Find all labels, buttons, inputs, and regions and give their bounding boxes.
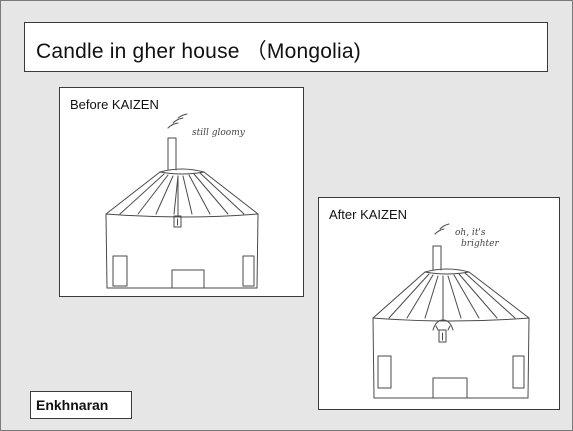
gher-sketch-before: still gloomy — [105, 113, 259, 289]
smoke-icon — [434, 223, 450, 235]
after-note-line2: brighter — [461, 239, 499, 249]
candle-icon — [432, 275, 454, 343]
after-note-line1: oh, it's — [455, 228, 486, 238]
slide-title: Candle in gher house （Mongolia) — [36, 40, 361, 63]
author-box: Enkhnaran — [30, 391, 132, 419]
before-panel: Before KAIZEN still gloomy — [59, 87, 304, 297]
smoke-icon — [167, 113, 188, 129]
author-name: Enkhnaran — [36, 397, 109, 413]
after-label: After KAIZEN — [329, 207, 408, 222]
candle-icon — [173, 175, 182, 228]
before-label: Before KAIZEN — [70, 97, 159, 112]
after-panel: After KAIZEN oh, it's brighter — [318, 197, 560, 410]
before-note: still gloomy — [192, 128, 246, 138]
gher-sketch-after: oh, it's brighter — [372, 223, 530, 399]
title-box: Candle in gher house （Mongolia) — [24, 22, 548, 72]
